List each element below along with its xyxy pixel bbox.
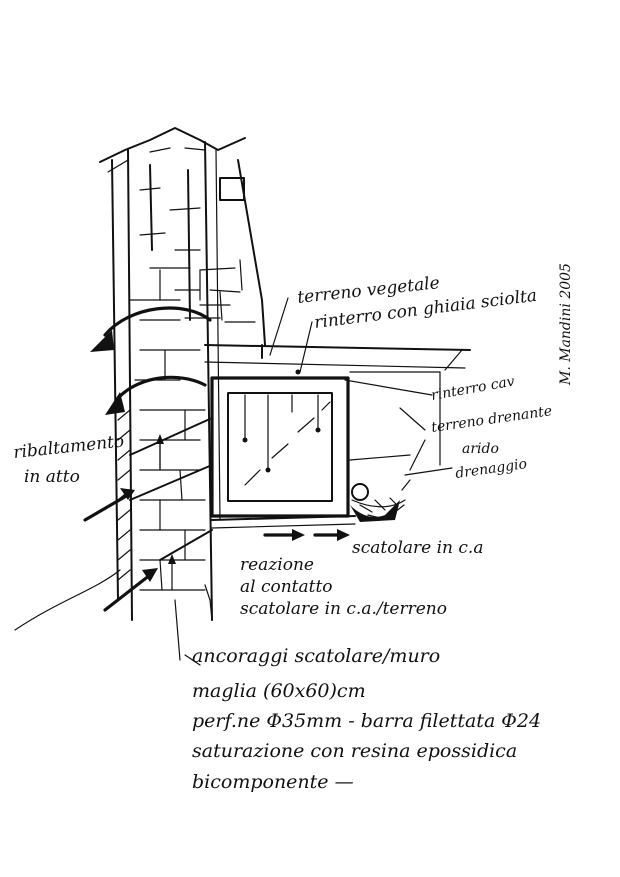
box-culvert [210,369,411,529]
note-maglia: maglia (60x60)cm [192,680,366,702]
label-scatolare-terreno: scatolare in c.a./terreno [240,599,447,619]
leader-lines [174,297,453,661]
note-perforazione: perf.ne Φ35mm - barra filettata Φ24 [192,710,541,732]
note-saturazione: saturazione con resina epossidica [192,740,517,762]
signature: M. Mandini 2005 [558,263,574,386]
label-ribaltamento: ribaltamento [12,431,125,463]
soil-layers [204,344,471,466]
note-ancoraggi: ancoraggi scatolare/muro [192,645,440,667]
label-rinterro-cav: rinterro cav [430,374,516,404]
label-terreno-drenante: terreno drenante [430,403,553,436]
label-reazione: reazione [240,555,314,575]
label-ribaltamento-atto: in atto [24,467,80,487]
label-contatto: al contatto [240,577,333,597]
label-scatolare: scatolare in c.a [352,538,483,558]
label-drenaggio: drenaggio [454,456,528,482]
note-bicomponente: bicomponente — [192,771,354,793]
label-arido: arido [462,441,499,457]
force-arrows [83,306,350,612]
